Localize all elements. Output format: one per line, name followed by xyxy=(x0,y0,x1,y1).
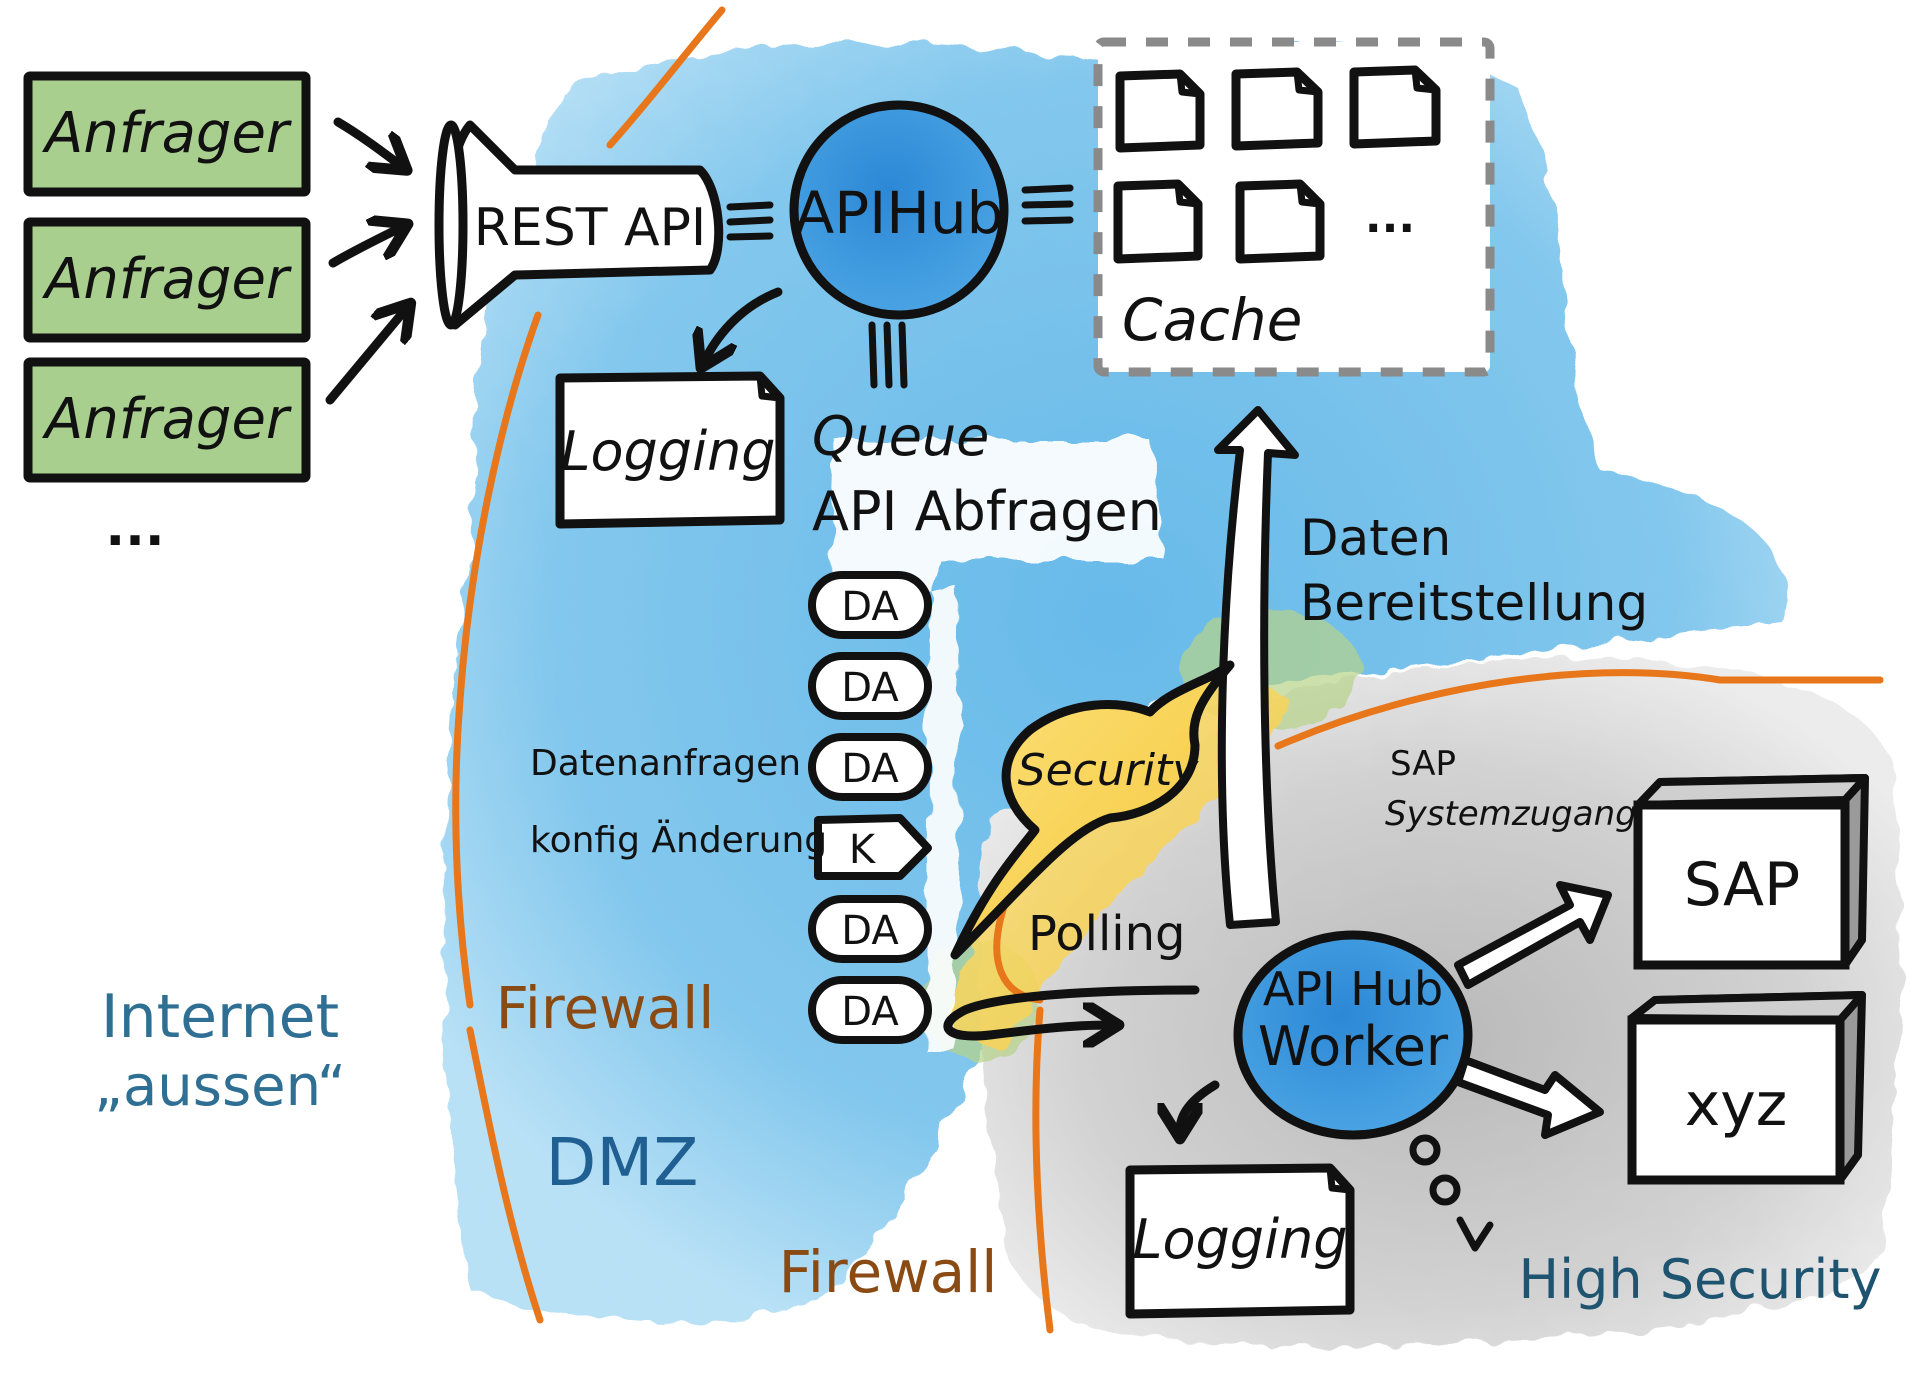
security-bubble[interactable]: Security xyxy=(950,660,1235,960)
queue-item-shape xyxy=(808,895,932,963)
requester-box[interactable]: Anfrager xyxy=(23,71,311,197)
document-icon xyxy=(1113,179,1203,264)
queue-item-label: DA xyxy=(841,746,899,792)
data-provision-line2: Bereitstellung xyxy=(1300,574,1648,632)
requester-box[interactable]: Anfrager xyxy=(23,357,311,483)
requester-list: Anfrager Anfrager Anfrager ... xyxy=(23,71,311,558)
queue-items: DA DA DA K DA DA xyxy=(808,571,932,1044)
connector-hub-cache xyxy=(1021,184,1074,225)
logging-bottom[interactable]: Logging xyxy=(1125,1163,1355,1319)
zone-high-security: High Security xyxy=(1518,1248,1881,1311)
queue-item-shape xyxy=(808,733,932,801)
queue: Queue API Abfragen DA DA DA K DA DA Datenanfr… xyxy=(530,405,1162,1044)
zone-dmz: DMZ xyxy=(546,1124,699,1201)
document-icon xyxy=(1235,179,1325,264)
logging-top[interactable]: Logging xyxy=(555,371,785,529)
sap-access-line2: Systemzugang xyxy=(1385,794,1637,834)
polling-arrow xyxy=(943,985,1200,1036)
queue-item-label: K xyxy=(849,827,877,873)
arrow-to-xyz xyxy=(1454,1056,1604,1139)
queue-item-label: DA xyxy=(841,989,899,1035)
queue-item-request[interactable]: DA xyxy=(808,895,932,963)
requester-label: Anfrager xyxy=(42,101,292,166)
queue-item-label: DA xyxy=(841,665,899,711)
zone-internet-line1: Internet xyxy=(101,982,339,1052)
queue-item-shape xyxy=(814,814,932,880)
document-icon xyxy=(1349,65,1441,149)
sap-access-line1: SAP xyxy=(1390,744,1456,784)
system-xyz[interactable]: xyz xyxy=(1627,991,1866,1185)
queue-item-request[interactable]: DA xyxy=(808,976,932,1044)
security-zone-wash xyxy=(950,681,1290,1050)
system-xyz-label: xyz xyxy=(1685,1070,1788,1140)
requester-box[interactable]: Anfrager xyxy=(23,217,311,343)
logging-bottom-label: Logging xyxy=(1132,1208,1347,1271)
queue-item-shape xyxy=(808,976,932,1044)
requester-arrows xyxy=(325,117,405,405)
white-cutouts xyxy=(830,440,1165,1050)
zone-internet-line2: „aussen“ xyxy=(94,1054,346,1119)
legend-config: konfig Änderung xyxy=(530,819,827,861)
dotted-arrow xyxy=(1409,1134,1494,1252)
data-provision-arrow xyxy=(1214,406,1299,929)
arrow-icon xyxy=(325,310,405,405)
cache-files xyxy=(1113,65,1441,264)
rest-api[interactable]: REST API xyxy=(434,120,724,330)
loop-arrow-icon xyxy=(943,985,1200,1036)
cache-more: ... xyxy=(1365,192,1415,243)
queue-item-request[interactable]: DA xyxy=(808,733,932,801)
queue-item-shape xyxy=(808,652,932,720)
api-hub-label: APIHub xyxy=(795,179,1004,247)
polling-label: Polling xyxy=(1028,906,1186,962)
requester-more: ... xyxy=(105,498,164,558)
arrow-right-icon xyxy=(1454,881,1612,989)
connector-hub-queue xyxy=(868,321,908,389)
arrow-icon xyxy=(333,117,400,165)
logging-top-label: Logging xyxy=(560,420,775,483)
queue-item-label: DA xyxy=(841,908,899,954)
arrow-right-icon xyxy=(1454,1056,1604,1139)
queue-item-shape xyxy=(808,571,932,639)
queue-item-label: DA xyxy=(841,584,899,630)
cache-label: Cache xyxy=(1122,286,1302,354)
queue-subtitle: API Abfragen xyxy=(812,480,1162,543)
api-hub[interactable]: APIHub xyxy=(789,100,1009,320)
firewall-label-2: Firewall xyxy=(779,1238,998,1306)
requester-label: Anfrager xyxy=(42,247,292,312)
document-icon xyxy=(1231,67,1323,151)
system-sap[interactable]: SAP xyxy=(1633,774,1869,970)
document-icon xyxy=(1115,69,1205,153)
data-provision-line1: Daten xyxy=(1300,509,1451,567)
arrow-to-logging-icon xyxy=(1180,1080,1220,1130)
queue-item-config[interactable]: K xyxy=(814,814,932,880)
api-hub-worker[interactable]: API Hub Worker xyxy=(1233,930,1473,1140)
connector-rest-hub xyxy=(726,201,774,241)
arrow-icon xyxy=(328,228,400,268)
arrow-to-sap xyxy=(1454,881,1612,989)
worker-line1: API Hub xyxy=(1263,962,1443,1016)
arrow-up-icon xyxy=(1214,406,1299,929)
rest-api-label: REST API xyxy=(474,198,707,258)
requester-label: Anfrager xyxy=(42,387,292,452)
arrow-to-logging-icon xyxy=(705,287,783,360)
system-sap-label: SAP xyxy=(1684,850,1800,920)
queue-item-request[interactable]: DA xyxy=(808,652,932,720)
legend-requests: Datenanfragen xyxy=(530,743,801,784)
cache[interactable]: ... Cache xyxy=(1093,37,1495,377)
queue-item-request[interactable]: DA xyxy=(808,571,932,639)
queue-title: Queue xyxy=(812,405,989,468)
firewall-line-outer[interactable] xyxy=(452,6,726,1324)
firewall-label-1: Firewall xyxy=(496,974,715,1042)
arrow-down-icon xyxy=(1456,1216,1494,1252)
security-label: Security xyxy=(1018,745,1200,796)
worker-line2: Worker xyxy=(1258,1015,1449,1078)
